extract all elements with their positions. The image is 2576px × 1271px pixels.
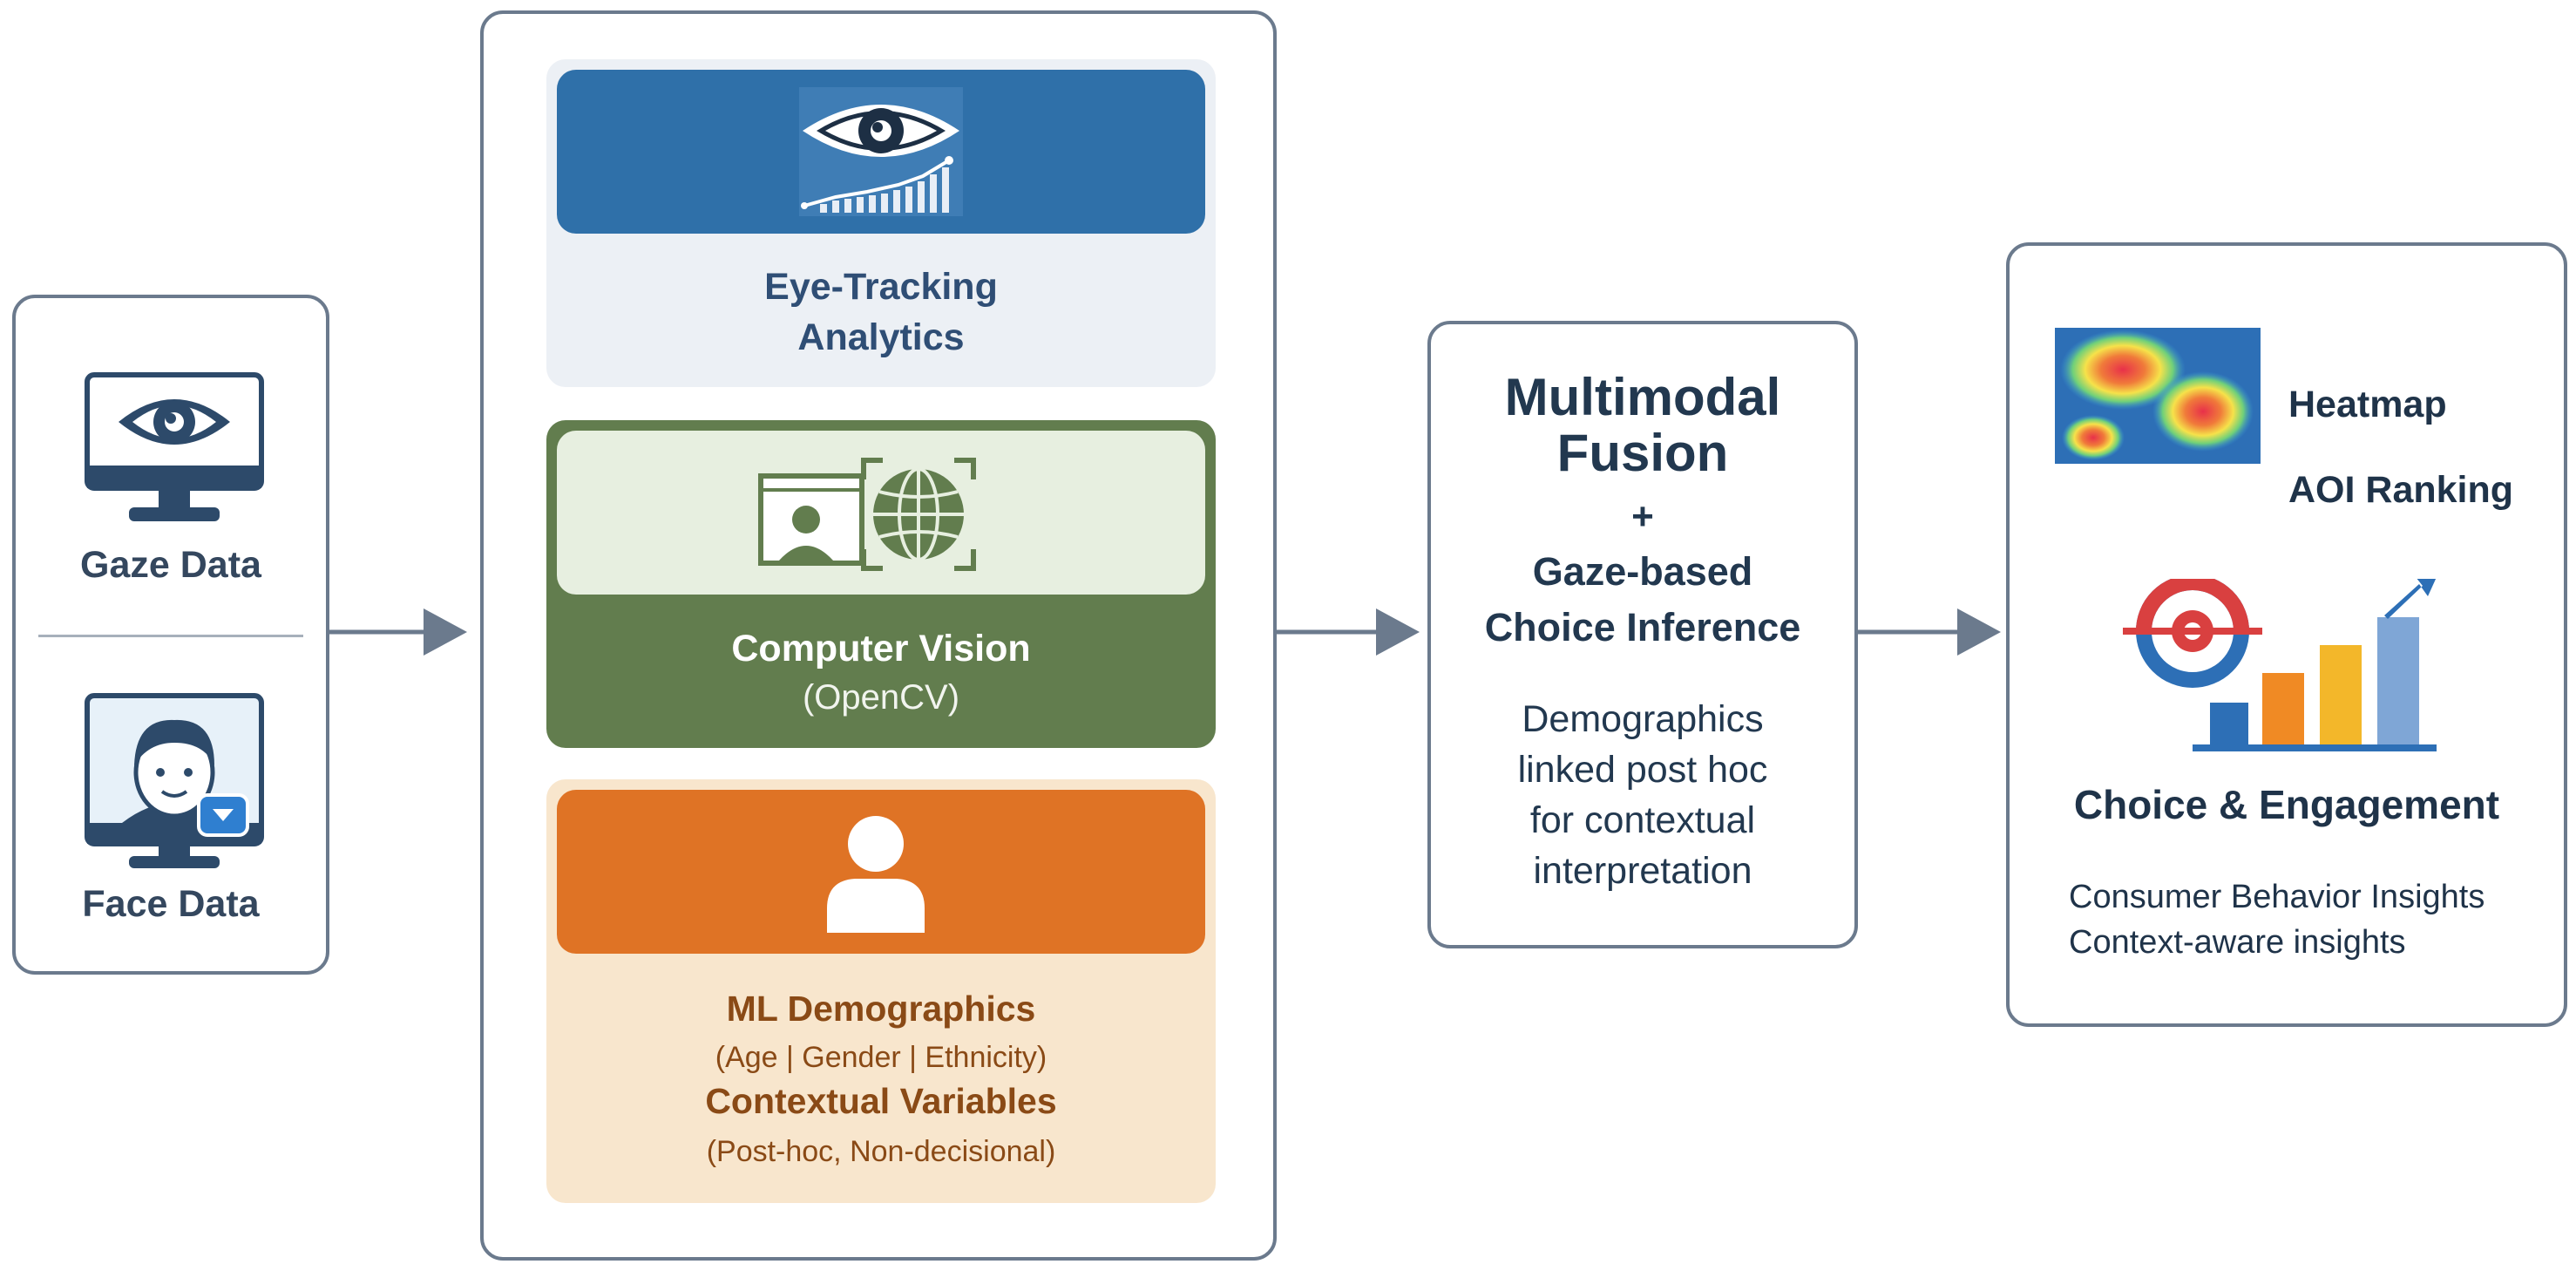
fusion-note: Demographics linked post hoc for context…	[1517, 698, 1768, 892]
monitor-eye-icon	[85, 372, 264, 521]
ml-demographics-header	[557, 790, 1205, 954]
processing-panel: Eye-Tracking Analytics	[480, 10, 1277, 1261]
face-globe-scan-icon	[758, 458, 976, 571]
ml-demographics-module: ML Demographics (Age | Gender | Ethnicit…	[546, 779, 1216, 1203]
arrow-processing-to-fusion	[1277, 608, 1420, 656]
consumer-insights-text: Consumer Behavior Insights	[2069, 879, 2485, 915]
eye-chart-icon	[799, 87, 963, 216]
fusion-title: Multimodal Fusion	[1504, 368, 1781, 482]
contextual-variables-title: Contextual Variables	[705, 1081, 1057, 1121]
eye-tracking-title: Eye-Tracking Analytics	[764, 266, 998, 358]
context-insights-text: Context-aware insights	[2069, 924, 2406, 961]
heatmap-label: Heatmap	[2288, 384, 2447, 425]
input-divider	[38, 635, 303, 637]
input-panel: Gaze Data Face Data	[12, 295, 329, 975]
gaze-data-label: Gaze Data	[80, 544, 261, 586]
fusion-subtitle: Gaze-based Choice Inference	[1484, 549, 1801, 649]
ml-demographics-title: ML Demographics	[726, 989, 1036, 1029]
arrow-input-to-processing	[329, 608, 467, 656]
fusion-plus: +	[1631, 495, 1654, 538]
output-panel: Heatmap AOI Ranking Choice & Engagement …	[2006, 242, 2567, 1027]
target-bar-chart-icon	[2123, 579, 2437, 751]
computer-vision-title: Computer Vision	[731, 628, 1031, 669]
fusion-panel: Multimodal Fusion + Gaze-based Choice In…	[1427, 321, 1858, 948]
aoi-ranking-label: AOI Ranking	[2288, 469, 2514, 511]
choice-engagement-label: Choice & Engagement	[2073, 782, 2500, 827]
eye-tracking-module: Eye-Tracking Analytics	[546, 59, 1216, 387]
contextual-variables-subtitle: (Post-hoc, Non-decisional)	[706, 1135, 1056, 1168]
person-icon	[827, 816, 925, 933]
computer-vision-module: Computer Vision (OpenCV)	[546, 420, 1216, 748]
heatmap-icon	[2055, 328, 2261, 464]
eye-tracking-header	[557, 70, 1205, 234]
computer-vision-header	[557, 431, 1205, 595]
face-data-label: Face Data	[82, 883, 260, 925]
monitor-face-icon	[85, 693, 264, 868]
ml-demographics-subtitle: (Age | Gender | Ethnicity)	[715, 1041, 1047, 1074]
computer-vision-subtitle: (OpenCV)	[802, 678, 960, 717]
arrow-fusion-to-output	[1858, 608, 2001, 656]
